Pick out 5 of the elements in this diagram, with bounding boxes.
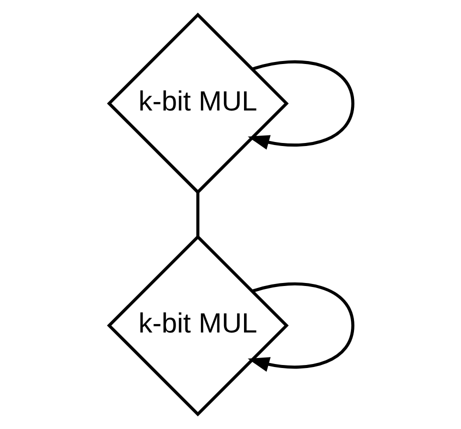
node-diamond: k-bit MUL: [106, 12, 288, 194]
node-diamond: k-bit MUL: [106, 234, 288, 416]
arrow: [247, 60, 354, 150]
arrow: [247, 282, 354, 372]
connector: [196, 192, 199, 236]
